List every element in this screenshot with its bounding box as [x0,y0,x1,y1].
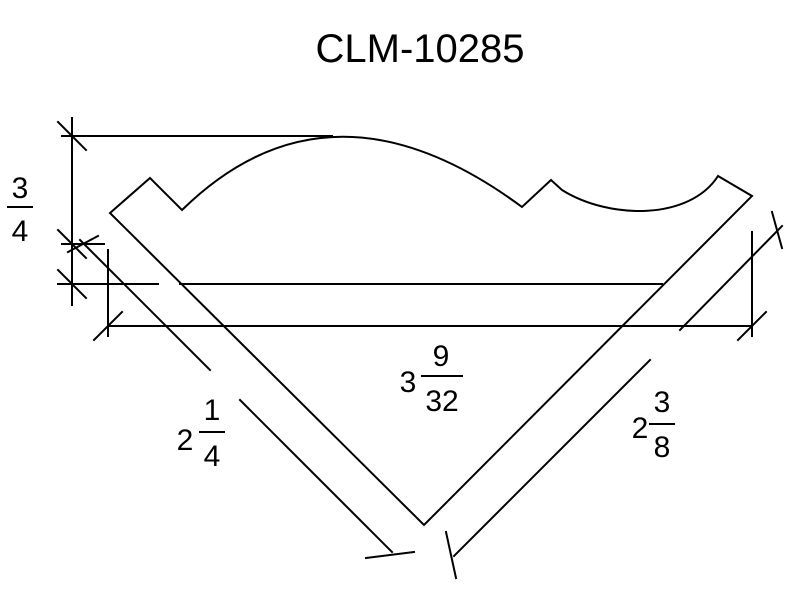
left-leg-denominator: 4 [204,440,221,473]
tick-mark [56,120,88,152]
width-whole: 3 [400,366,417,399]
tick-mark [736,310,768,342]
dimension-line [78,238,212,372]
thickness-dimension: 3 4 [7,117,333,306]
left-leg-dimension: 2 1 4 [66,234,416,560]
tick-mark [770,210,784,250]
dimension-line [452,358,652,558]
right-leg-dimension: 2 3 8 [444,210,784,580]
width-dimension: 3 9 32 [92,231,768,418]
tick-mark [56,228,88,260]
left-leg-whole: 2 [177,424,194,457]
right-leg-whole: 2 [632,412,649,445]
tick-mark [364,550,416,560]
right-leg-numerator: 3 [654,386,671,419]
thickness-numerator: 3 [12,172,29,205]
width-numerator: 9 [433,340,450,373]
width-denominator: 32 [425,385,458,418]
dimension-line [238,398,394,554]
tick-mark [66,234,100,254]
part-number-title: CLM-10285 [315,27,524,71]
tick-mark [444,530,458,580]
right-leg-denominator: 8 [654,431,671,464]
tick-mark [92,310,124,342]
left-leg-numerator: 1 [204,394,221,427]
thickness-denominator: 4 [12,215,29,248]
molding-profile-outline [108,135,754,527]
dimension-line [678,224,784,332]
